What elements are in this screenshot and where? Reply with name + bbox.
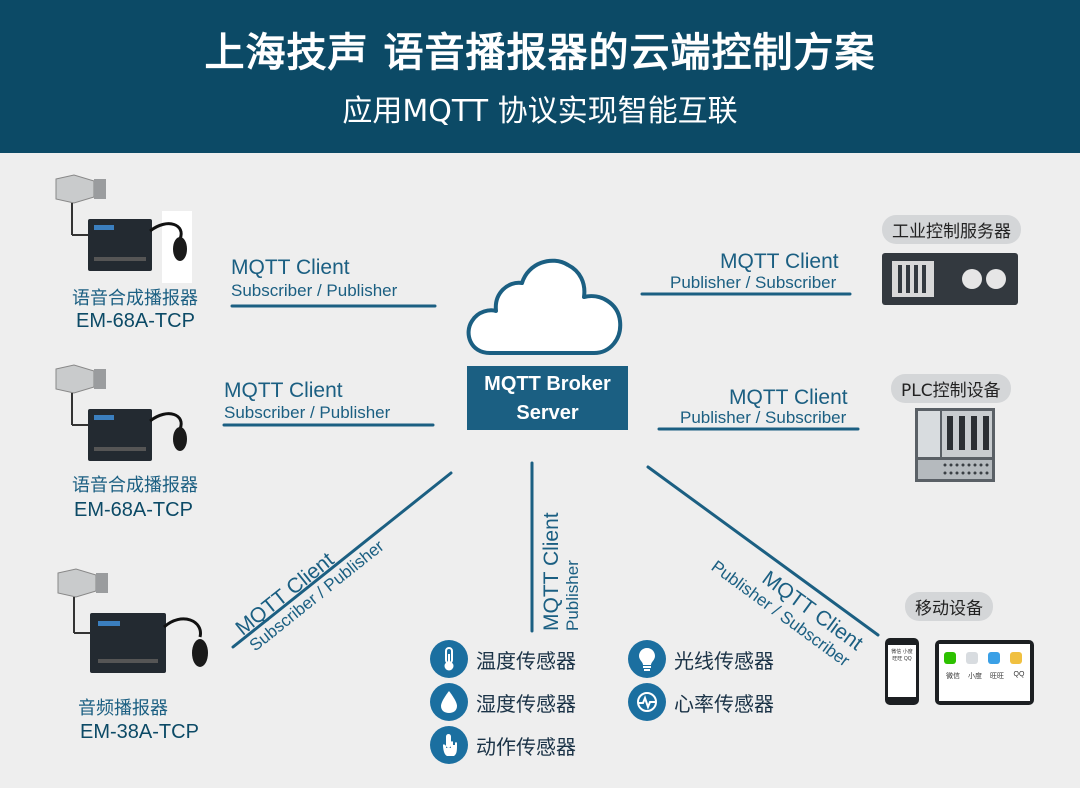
sensor-temperature: 温度传感器	[430, 640, 576, 678]
connector-lines	[222, 292, 880, 649]
client-role: Subscriber / Publisher	[231, 281, 398, 300]
device-model: EM-38A-TCP	[80, 721, 199, 743]
device-name-pill: 移动设备	[905, 592, 993, 621]
sensor-label: 动作传感器	[476, 734, 576, 759]
device-name-pill: PLC控制设备	[891, 374, 1011, 403]
sensor-label: 光线传感器	[674, 648, 774, 673]
sensor-client-label-rotated: MQTT Client Publisher	[540, 512, 582, 631]
network-diagram: MQTT Broker Server 语音合成播报器 EM-68A-TCP MQ…	[0, 153, 1080, 788]
tablet-app-wechat: 微信	[946, 673, 960, 680]
page-subtitle: 应用MQTT 协议实现智能互联	[342, 94, 738, 129]
tablet-icon: 微信 小度 旺旺 QQ	[935, 640, 1034, 705]
plc-device-icon	[915, 408, 995, 482]
speaker-player-icon	[55, 364, 187, 461]
broker-label-line1: MQTT Broker	[484, 373, 611, 395]
sensor-motion: 动作传感器	[430, 726, 576, 764]
hand-pointer-icon	[430, 726, 468, 764]
sensor-label: 温度传感器	[476, 648, 576, 673]
thermometer-icon	[430, 640, 468, 678]
sensor-label: 湿度传感器	[476, 691, 576, 716]
lightbulb-icon	[628, 640, 666, 678]
sensor-label: 心率传感器	[674, 691, 774, 716]
page-title: 上海技声 语音播报器的云端控制方案	[204, 30, 876, 76]
phone-icon: 微信 小度 旺旺 QQ	[885, 638, 919, 705]
phone-app-xiaodu: 小度	[902, 649, 913, 655]
client-label: MQTT Client	[224, 379, 343, 402]
device-name: 语音合成播报器	[72, 288, 198, 309]
client-label: MQTT Client	[729, 386, 848, 409]
tablet-app-qq: QQ	[1013, 671, 1025, 678]
server-icon	[882, 253, 1018, 305]
client-role: Publisher / Subscriber	[670, 273, 837, 292]
device-name: 语音合成播报器	[72, 475, 198, 496]
tablet-app-wangwang: 旺旺	[990, 673, 1004, 680]
sensor-heart-rate: 心率传感器	[628, 683, 774, 721]
client-label: MQTT Client	[540, 512, 563, 631]
phone-app-wangwang: 旺旺	[892, 656, 903, 662]
device-model: EM-68A-TCP	[76, 310, 195, 332]
header-banner: 上海技声 语音播报器的云端控制方案 应用MQTT 协议实现智能互联	[0, 0, 1080, 153]
client-label: MQTT Client	[231, 256, 350, 279]
client-role: Publisher	[563, 560, 582, 631]
speaker-player-icon	[55, 174, 192, 283]
speaker-player-icon	[57, 568, 208, 673]
link-left-3	[231, 471, 453, 649]
client-label: MQTT Client	[720, 250, 839, 273]
broker-label-line2: Server	[516, 402, 579, 424]
device-name-pill: 工业控制服务器	[882, 215, 1021, 244]
heartbeat-icon	[628, 683, 666, 721]
device-model: EM-68A-TCP	[74, 499, 193, 521]
phone-app-qq: QQ	[903, 656, 912, 662]
client-role: Publisher / Subscriber	[680, 408, 847, 427]
phone-app-wechat: 微信	[891, 649, 902, 655]
cloud-icon	[466, 258, 623, 355]
sensor-light: 光线传感器	[628, 640, 774, 678]
tablet-app-xiaodu: 小度	[968, 673, 982, 680]
device-name: 音频播报器	[78, 698, 168, 719]
client-role: Subscriber / Publisher	[224, 403, 391, 422]
droplet-icon	[430, 683, 468, 721]
mqtt-broker-server: MQTT Broker Server	[467, 366, 628, 430]
sensor-humidity: 湿度传感器	[430, 683, 576, 721]
link-right-3	[646, 465, 880, 637]
